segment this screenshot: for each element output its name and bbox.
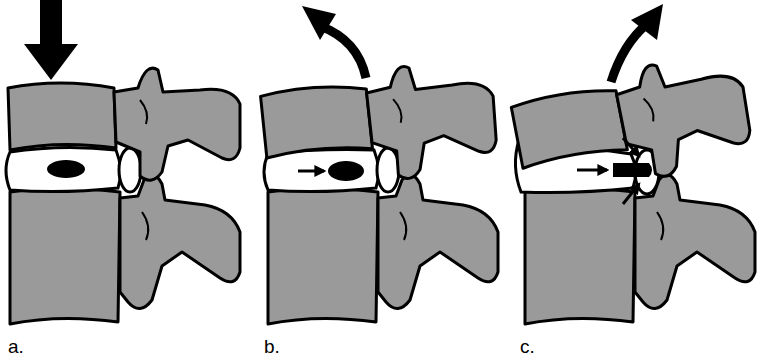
nucleus-pulposus [47, 160, 85, 178]
shift-arrow [577, 169, 607, 172]
pressure-arrow [623, 184, 639, 204]
nucleus-pulposus [328, 161, 364, 181]
lower-vertebra [525, 175, 755, 324]
vertebra-pair-neutral [6, 0, 240, 324]
vertebra-pair-flexion [259, 6, 498, 324]
flexion-arrow-head [302, 6, 336, 40]
upper-vertebra [8, 68, 240, 180]
herniated-nucleus [613, 163, 652, 177]
intervertebral-disc [6, 147, 121, 191]
upper-vertebra [508, 51, 755, 198]
panel-label: c. [520, 336, 535, 358]
extension-arrow [611, 24, 647, 82]
flexion-arrow [320, 26, 366, 78]
extension-arrow-head [631, 4, 663, 40]
pressure-arrow [623, 138, 639, 156]
compression-arrow [24, 0, 78, 80]
shift-arrow [298, 170, 324, 173]
lower-vertebra [10, 175, 240, 324]
panel-label: b. [264, 336, 280, 358]
lower-vertebra [268, 175, 498, 324]
vertebra-pair-herniation [508, 4, 755, 324]
upper-vertebra [259, 60, 498, 188]
foramen [119, 148, 141, 192]
panel-label: a. [8, 336, 24, 358]
